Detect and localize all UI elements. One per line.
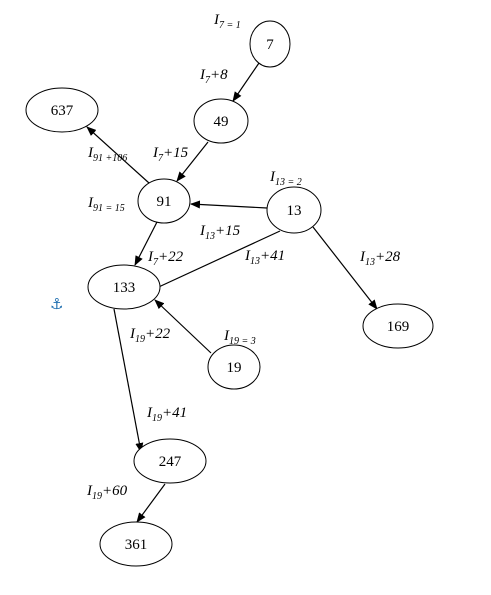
label-base: I [146,405,153,421]
node-19: 19 [207,344,261,390]
node-label: 49 [214,114,229,130]
node-91: 91 [137,178,191,224]
edge-133-to-247 [113,308,144,453]
label-tail: +22 [158,249,184,265]
label-base: I [269,169,276,185]
edge-19-to-133 [154,299,212,354]
label-tail: +22 [145,326,171,342]
node-ellipse [362,303,434,349]
edge-7-to-49 [232,62,260,102]
edge-label-l19: I19 = 3 [223,328,256,347]
label-subscript: 19 [152,413,162,424]
edge-label-l13: I13 = 2 [269,169,302,188]
node-637: 637 [25,87,99,133]
edge-label-l7p15: I7+15 [152,145,189,164]
edge-13-to-133 [149,230,281,292]
label-subscript: 13 [250,256,260,267]
label-tail: +41 [260,248,285,264]
label-subscript: 7 [158,153,164,164]
node-ellipse [137,178,191,224]
label-tail: +15 [215,223,241,239]
label-tail: +15 [163,145,189,161]
node-label: 637 [51,103,74,119]
node-label: 169 [387,319,410,335]
label-base: I [213,12,220,28]
label-base: I [86,483,93,499]
nodes-layer: 7 49 637 91 13 133 169 19 247 361 [25,20,434,567]
node-247: 247 [133,438,207,484]
node-49: 49 [193,98,249,144]
node-ellipse [193,98,249,144]
label-subscript: 19 [92,491,102,502]
edge-label-l13p15: I13+15 [199,223,241,242]
label-tail: +8 [210,67,228,83]
edge-91-to-637 [86,126,150,184]
label-subscript: 7 [205,75,211,86]
label-subscript: 13 [365,257,375,268]
label-base: I [199,223,206,239]
node-label: 19 [227,360,242,376]
node-7: 7 [249,20,291,68]
node-ellipse [25,87,99,133]
label-subscript: 91 = 15 [93,203,125,214]
label-tail: +60 [102,483,128,499]
edge-label-l91: I91 = 15 [87,195,125,214]
edge-label-l13p41: I13+41 [244,248,285,267]
label-subscript: 13 = 2 [275,177,302,188]
label-base: I [244,248,251,264]
node-361: 361 [99,521,173,567]
node-label: 91 [157,194,172,210]
edge-label-l7p22: I7+22 [147,249,184,268]
node-label: 13 [287,203,302,219]
node-label: 247 [159,454,182,470]
label-base: I [87,145,94,161]
label-base: I [152,145,159,161]
edge-13-to-91 [190,200,268,209]
label-base: I [359,249,366,265]
label-base: I [129,326,136,342]
edge-label-l7p8: I7+8 [199,67,228,86]
edge-label-l91p106: I91 +106 [87,145,127,164]
label-subscript: 13 [205,231,215,242]
anchor-icon: ⚓ [50,295,63,313]
node-ellipse [99,521,173,567]
edge-label-l19p22: I19+22 [129,326,171,345]
label-base: I [199,67,206,83]
node-133: 133 [87,264,161,310]
label-subscript: 91 +106 [93,153,127,164]
node-ellipse [133,438,207,484]
edge-label-l7: I7 = 1 [213,12,241,31]
label-subscript: 7 [153,257,159,268]
label-tail: +28 [375,249,401,265]
label-subscript: 7 = 1 [219,20,241,31]
label-base: I [223,328,230,344]
edge-label-l19p60: I19+60 [86,483,128,502]
edge-13-to-169 [312,226,378,310]
edges-layer [86,62,378,523]
label-tail: +41 [162,405,187,421]
node-label: 7 [266,37,274,53]
node-ellipse [249,20,291,68]
node-label: 361 [125,537,148,553]
edge-label-l13p28: I13+28 [359,249,401,268]
label-subscript: 19 [135,334,145,345]
edge-label-l19p41: I19+41 [146,405,187,424]
edge-91-to-133 [134,221,158,266]
edge-247-to-361 [136,483,166,523]
node-13: 13 [266,186,322,234]
label-subscript: 19 = 3 [229,336,256,347]
edge-49-to-91 [176,141,209,182]
node-ellipse [207,344,261,390]
node-169: 169 [362,303,434,349]
label-base: I [87,195,94,211]
node-ellipse [87,264,161,310]
label-base: I [147,249,154,265]
node-label: 133 [113,280,136,296]
node-ellipse [266,186,322,234]
